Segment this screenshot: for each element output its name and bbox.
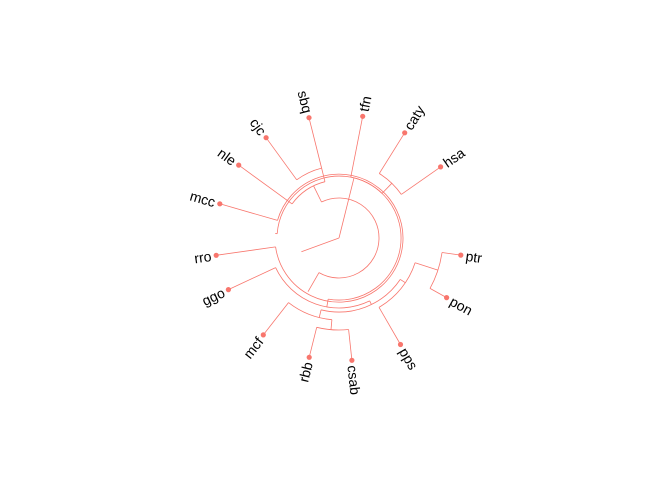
- tip-label-ggo: ggo: [199, 284, 227, 308]
- tip-point-tfn: [360, 113, 366, 119]
- branch-to-hsa: [401, 166, 441, 195]
- tip-label-sbq: sbq: [295, 89, 316, 115]
- tip-label-mcf: mcf: [240, 334, 267, 362]
- branch-arc: [288, 302, 332, 321]
- branch-to-pon: [429, 288, 447, 298]
- branch-to-cjc: [265, 137, 298, 181]
- tip-point-cjc: [263, 135, 269, 141]
- tip-label-hsa: hsa: [440, 144, 468, 170]
- branch-arc: [318, 197, 380, 279]
- branch-segment: [400, 279, 406, 284]
- branch-to-ptr: [441, 252, 461, 256]
- branch-to-tfn: [350, 116, 364, 178]
- branch-segment: [313, 185, 322, 203]
- branch-to-caty: [378, 132, 406, 174]
- tip-point-mcf: [260, 332, 266, 338]
- branch-to-mcf: [262, 302, 289, 336]
- branch-arc: [378, 262, 416, 308]
- tip-label-mcc: mcc: [188, 188, 217, 210]
- branch-to-rro: [216, 246, 276, 256]
- tip-point-nle: [236, 162, 242, 168]
- branch-arc: [316, 326, 349, 331]
- tip-point-mcc: [217, 201, 223, 207]
- branch-to-rbb: [308, 327, 318, 358]
- branch-segment: [307, 272, 320, 292]
- branch-arc: [379, 173, 402, 195]
- branch-to-pps: [378, 307, 401, 345]
- tip-point-ggo: [225, 287, 231, 293]
- branch-segment: [321, 168, 326, 182]
- tip-label-csab: csab: [344, 364, 363, 395]
- branch-segment: [414, 262, 439, 271]
- branch-arc: [429, 252, 443, 289]
- branch-to-ggo: [228, 267, 276, 290]
- branch-segment: [318, 309, 322, 318]
- branch-arc: [276, 175, 402, 301]
- tip-label-rro: rro: [193, 248, 212, 266]
- branch-arc: [275, 267, 370, 309]
- branch-to-sbq: [308, 117, 322, 169]
- tip-label-pps: pps: [396, 345, 421, 373]
- branch-segment: [338, 177, 355, 239]
- branch-arc: [321, 279, 401, 313]
- tip-point-ptr: [458, 252, 464, 258]
- tip-label-cjc: cjc: [247, 115, 270, 138]
- tip-point-sbq: [306, 115, 312, 121]
- tip-label-rbb: rbb: [295, 360, 315, 384]
- tip-point-rro: [213, 252, 219, 258]
- branch-arc: [291, 181, 326, 205]
- branch-to-nle: [238, 164, 293, 205]
- branch-segment: [381, 183, 393, 194]
- tip-point-hsa: [438, 164, 444, 170]
- tip-label-caty: caty: [401, 103, 428, 133]
- tip-label-nle: nle: [215, 145, 240, 169]
- branch-segment: [369, 300, 372, 305]
- tree-branches: [216, 116, 461, 361]
- tip-label-ptr: ptr: [465, 248, 484, 266]
- branch-arc: [275, 173, 404, 303]
- tip-point-csab: [349, 357, 355, 363]
- branch-to-mcc: [219, 203, 278, 221]
- tip-point-pps: [397, 341, 404, 348]
- tip-point-pon: [444, 295, 450, 301]
- tip-point-rbb: [306, 354, 312, 360]
- branch-segment: [330, 319, 333, 330]
- branch-to-csab: [348, 329, 353, 361]
- branch-segment: [301, 237, 340, 253]
- tip-point-caty: [402, 130, 408, 136]
- branch-arc: [350, 176, 383, 194]
- branch-segment: [326, 299, 329, 307]
- tip-label-tfn: tfn: [356, 95, 375, 113]
- tip-label-pon: pon: [447, 293, 475, 318]
